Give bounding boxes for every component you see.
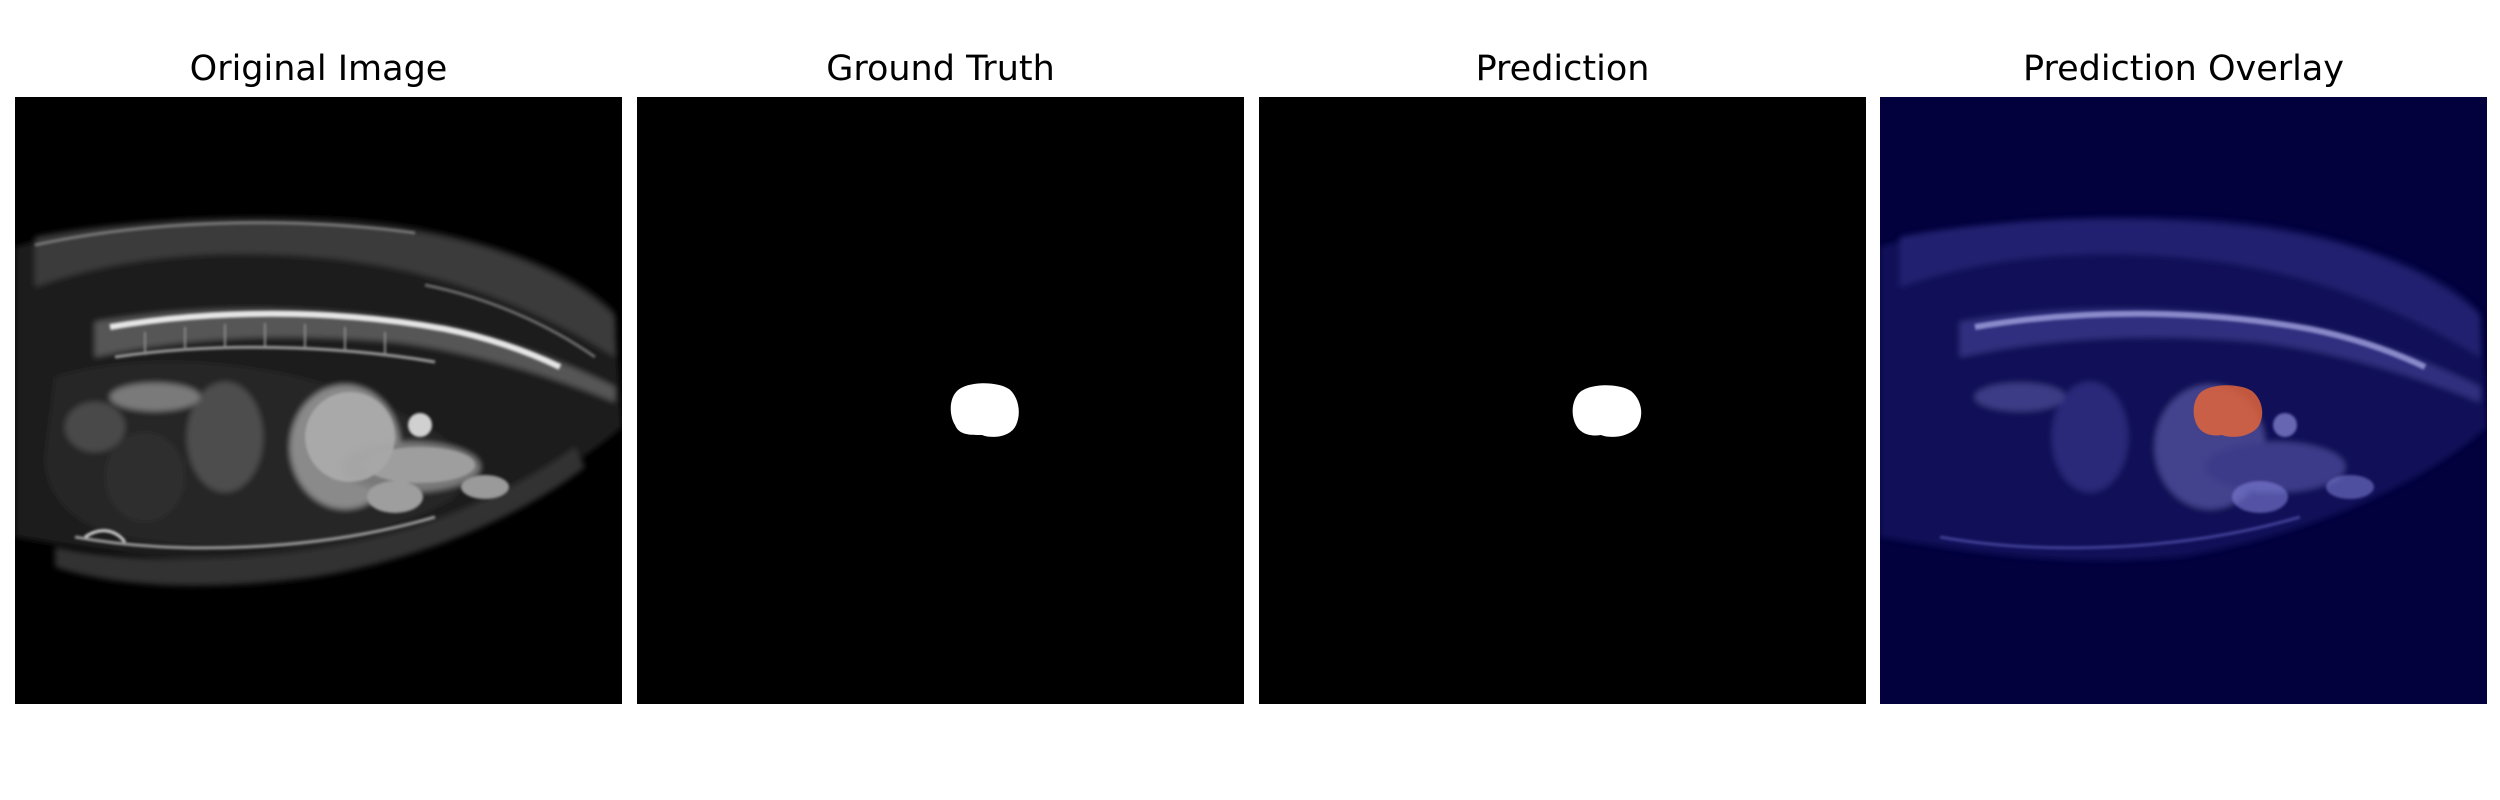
- panel-title-ground-truth: Ground Truth: [826, 49, 1055, 89]
- prediction-overlay-image: [1880, 97, 2487, 704]
- prediction-overlay-panel: [1880, 97, 2487, 704]
- panel-title-prediction-overlay: Prediction Overlay: [2022, 49, 2345, 89]
- prediction-region: [1572, 385, 1642, 437]
- ground-truth-mask: [637, 97, 1244, 704]
- panel-title-original-image: Original Image: [189, 49, 448, 89]
- ground-truth-region: [950, 383, 1019, 437]
- panel-title-prediction: Prediction: [1475, 49, 1650, 89]
- prediction-mask: [1259, 97, 1866, 704]
- original-image-panel: [15, 97, 622, 704]
- original-mri-image: [15, 97, 622, 704]
- overlay-highlight-region: [2193, 385, 2263, 437]
- prediction-panel: [1259, 97, 1866, 704]
- ground-truth-panel: [637, 97, 1244, 704]
